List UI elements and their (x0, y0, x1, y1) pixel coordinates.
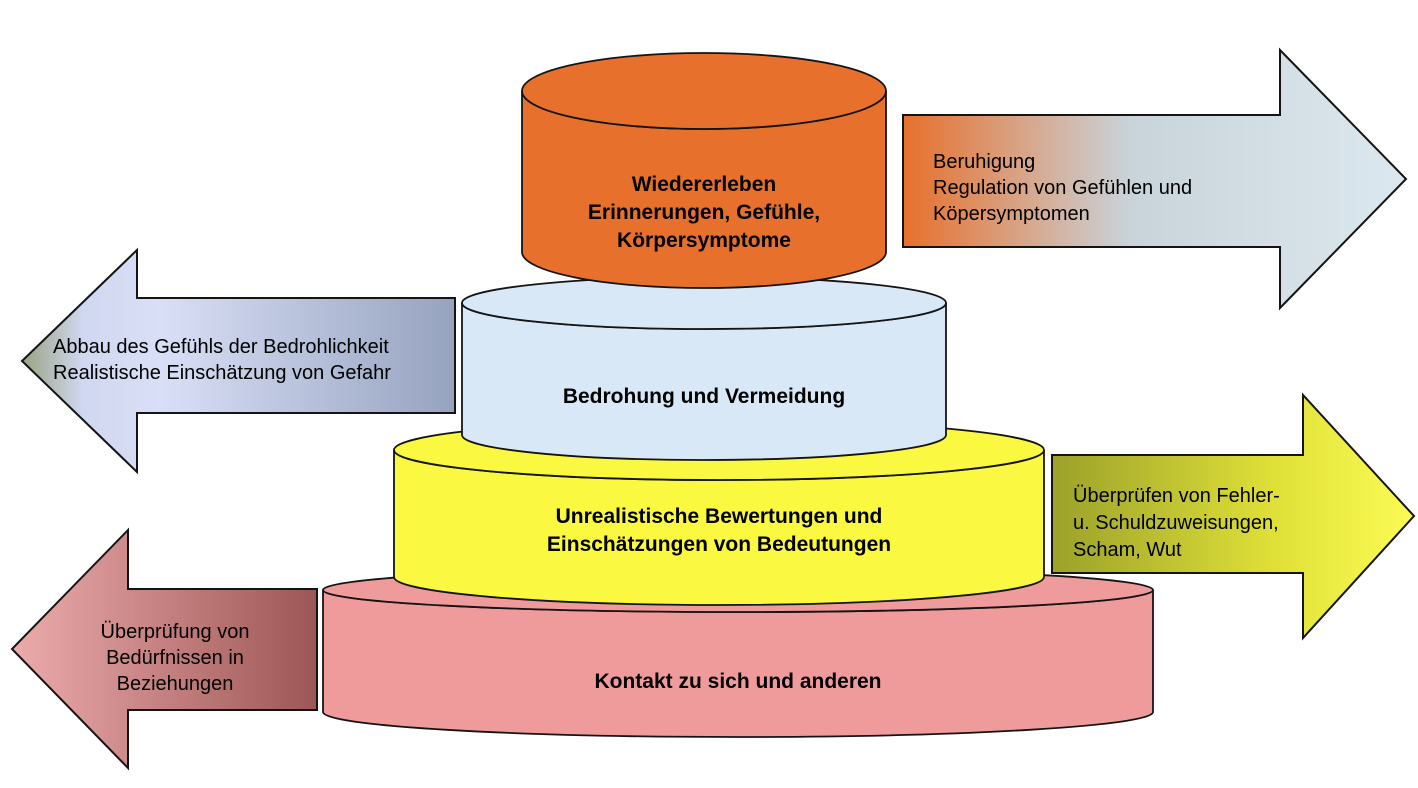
arrow-label-ueberpruefen: Überprüfen von Fehler- u. Schuldzuweisun… (1073, 483, 1333, 564)
label-line: Köpersymptomen (933, 203, 1090, 225)
cylinder-wiedererleben (521, 52, 887, 289)
label-line: Körpersymptome (617, 229, 791, 252)
label-line: Einschätzungen von Bedeutungen (546, 533, 892, 556)
arrow-label-abbau: Abbau des Gefühls der Bedrohlichkeit Rea… (53, 334, 473, 386)
label-line: Abbau des Gefühls der Bedrohlichkeit (53, 336, 389, 358)
label-line: Bedürfnissen in (106, 647, 244, 669)
label-line: Regulation von Gefühlen und (933, 177, 1193, 199)
label-line: Überprüfen von Fehler- (1073, 485, 1280, 507)
arrow-ueberpruefung-left (10, 527, 318, 771)
arrow-abbau-left (20, 247, 456, 475)
label-line: Bedrohung und Vermeidung (562, 385, 846, 408)
label-line: Überprüfung von (100, 621, 250, 643)
arrow-label-ueberpruefung: Überprüfung von Bedürfnissen in Beziehun… (50, 619, 300, 697)
label-line: Realistische Einschätzung von Gefahr (53, 362, 391, 384)
label-line: Wiedererleben (631, 173, 777, 196)
layer-label-kontakt: Kontakt zu sich und anderen (488, 668, 988, 696)
label-line: Beruhigung (933, 151, 1036, 173)
label-line: u. Schuldzuweisungen, (1073, 512, 1279, 534)
layer-label-bewertungen: Unrealistische Bewertungen und Einschätz… (469, 503, 969, 559)
arrow-label-beruhigung: Beruhigung Regulation von Gefühlen und K… (933, 149, 1273, 227)
label-line: Kontakt zu sich und anderen (594, 670, 882, 693)
arrow-ueberpruefen-right (1051, 392, 1416, 641)
label-line: Scham, Wut (1073, 539, 1182, 561)
label-line: Beziehungen (116, 673, 234, 695)
arrow-beruhigung-right (902, 47, 1408, 311)
label-line: Erinnerungen, Gefühle, (587, 201, 821, 224)
layer-label-wiedererleben: Wiedererleben Erinnerungen, Gefühle, Kör… (504, 171, 904, 255)
layer-label-bedrohung: Bedrohung und Vermeidung (504, 383, 904, 411)
label-line: Unrealistische Bewertungen und (555, 505, 883, 528)
cylinder-bedrohung (461, 276, 947, 461)
